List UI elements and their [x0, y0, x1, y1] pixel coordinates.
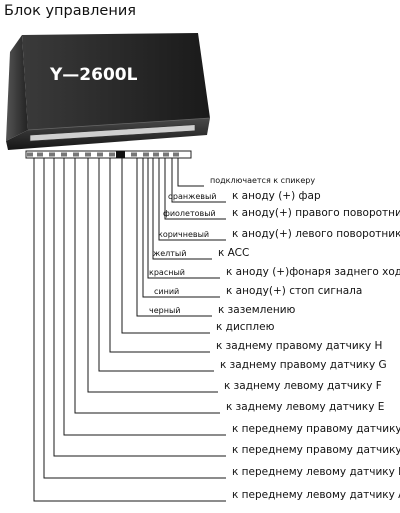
pin-header [25, 150, 192, 159]
device-model-label: Y—2600L [49, 65, 138, 85]
wire-line [33, 158, 226, 502]
connection-label: к переднему левому датчику A [232, 489, 400, 501]
wire-line [158, 158, 226, 241]
color-tags: оранжевый фиолетовый коричневый желтый красн… [149, 192, 216, 315]
wire-color-tag: красный [149, 268, 185, 277]
wire-color-tag: коричневый [158, 230, 209, 239]
pin-slot [73, 152, 79, 157]
diagram-title: Блок управления [4, 3, 136, 19]
wire-color-tag: черный [149, 306, 180, 315]
pin-slot [153, 152, 159, 157]
wire-line [142, 158, 220, 298]
pin-slot [85, 152, 91, 157]
connection-label: к переднему правому датчику D [232, 423, 400, 435]
wire-line [147, 158, 220, 279]
wire-line [121, 158, 210, 334]
pin-header-outline [25, 150, 192, 159]
connection-label: к заднему правому датчику G [220, 359, 387, 371]
connection-label: к заднему правому датчику H [216, 340, 382, 352]
box-top-face [22, 33, 210, 130]
pin-slot [143, 152, 149, 157]
control-unit-box: Y—2600L [6, 33, 211, 150]
pin-slot [109, 152, 115, 157]
wire-line [98, 158, 214, 372]
pin-slot [37, 152, 43, 157]
connection-label: к дисплею [216, 321, 275, 333]
connector-ports [29, 124, 196, 142]
connection-label: к аноду(+) правого поворотника [232, 207, 400, 219]
connection-label: к аноду(+) стоп сигнала [226, 285, 362, 297]
wire-color-tag: оранжевый [168, 192, 216, 201]
pin-slot [131, 152, 137, 157]
pin-slot [97, 152, 103, 157]
pin-slot [173, 152, 179, 157]
wire-line [74, 158, 220, 414]
pin-slot [163, 152, 169, 157]
box-edge [27, 117, 211, 131]
connector-strip [29, 124, 196, 142]
connection-label: к заднему левому датчику F [224, 380, 382, 392]
connection-label: к заземлению [218, 304, 296, 316]
wire-line [171, 158, 226, 203]
wire-line [53, 158, 226, 457]
connection-label: подключается к спикеру [210, 176, 315, 185]
wire-line [177, 158, 204, 187]
pin-slot [27, 152, 33, 157]
connection-label: к переднему правому датчику C [232, 444, 400, 456]
connection-label: к ACC [218, 247, 249, 259]
pin-slot-display [116, 151, 125, 158]
wire-color-tag: синий [154, 287, 179, 296]
wire-color-tag: фиолетовый [163, 209, 216, 218]
wire-line [164, 158, 226, 220]
wire-line [87, 158, 218, 393]
wire-line [43, 158, 226, 479]
connection-label: к аноду (+)фонаря заднего хода [226, 266, 400, 278]
wire-line [109, 158, 210, 353]
connection-label: к переднему левому датчику B [232, 466, 400, 478]
connection-label: к заднему левому датчику E [226, 401, 384, 413]
connection-label: к аноду (+) фар [232, 190, 321, 202]
wire-line [136, 158, 212, 317]
pin-slot [49, 152, 55, 157]
wire-color-tag: желтый [153, 249, 186, 258]
connection-labels: подключается к спикеру к аноду (+) фар к а… [210, 176, 400, 501]
box-side-face [6, 35, 28, 141]
pin-slot [61, 152, 67, 157]
wire-line [152, 158, 212, 260]
wires [33, 158, 226, 502]
wire-line [63, 158, 226, 436]
connection-label: к аноду(+) левого поворотника [232, 228, 400, 240]
